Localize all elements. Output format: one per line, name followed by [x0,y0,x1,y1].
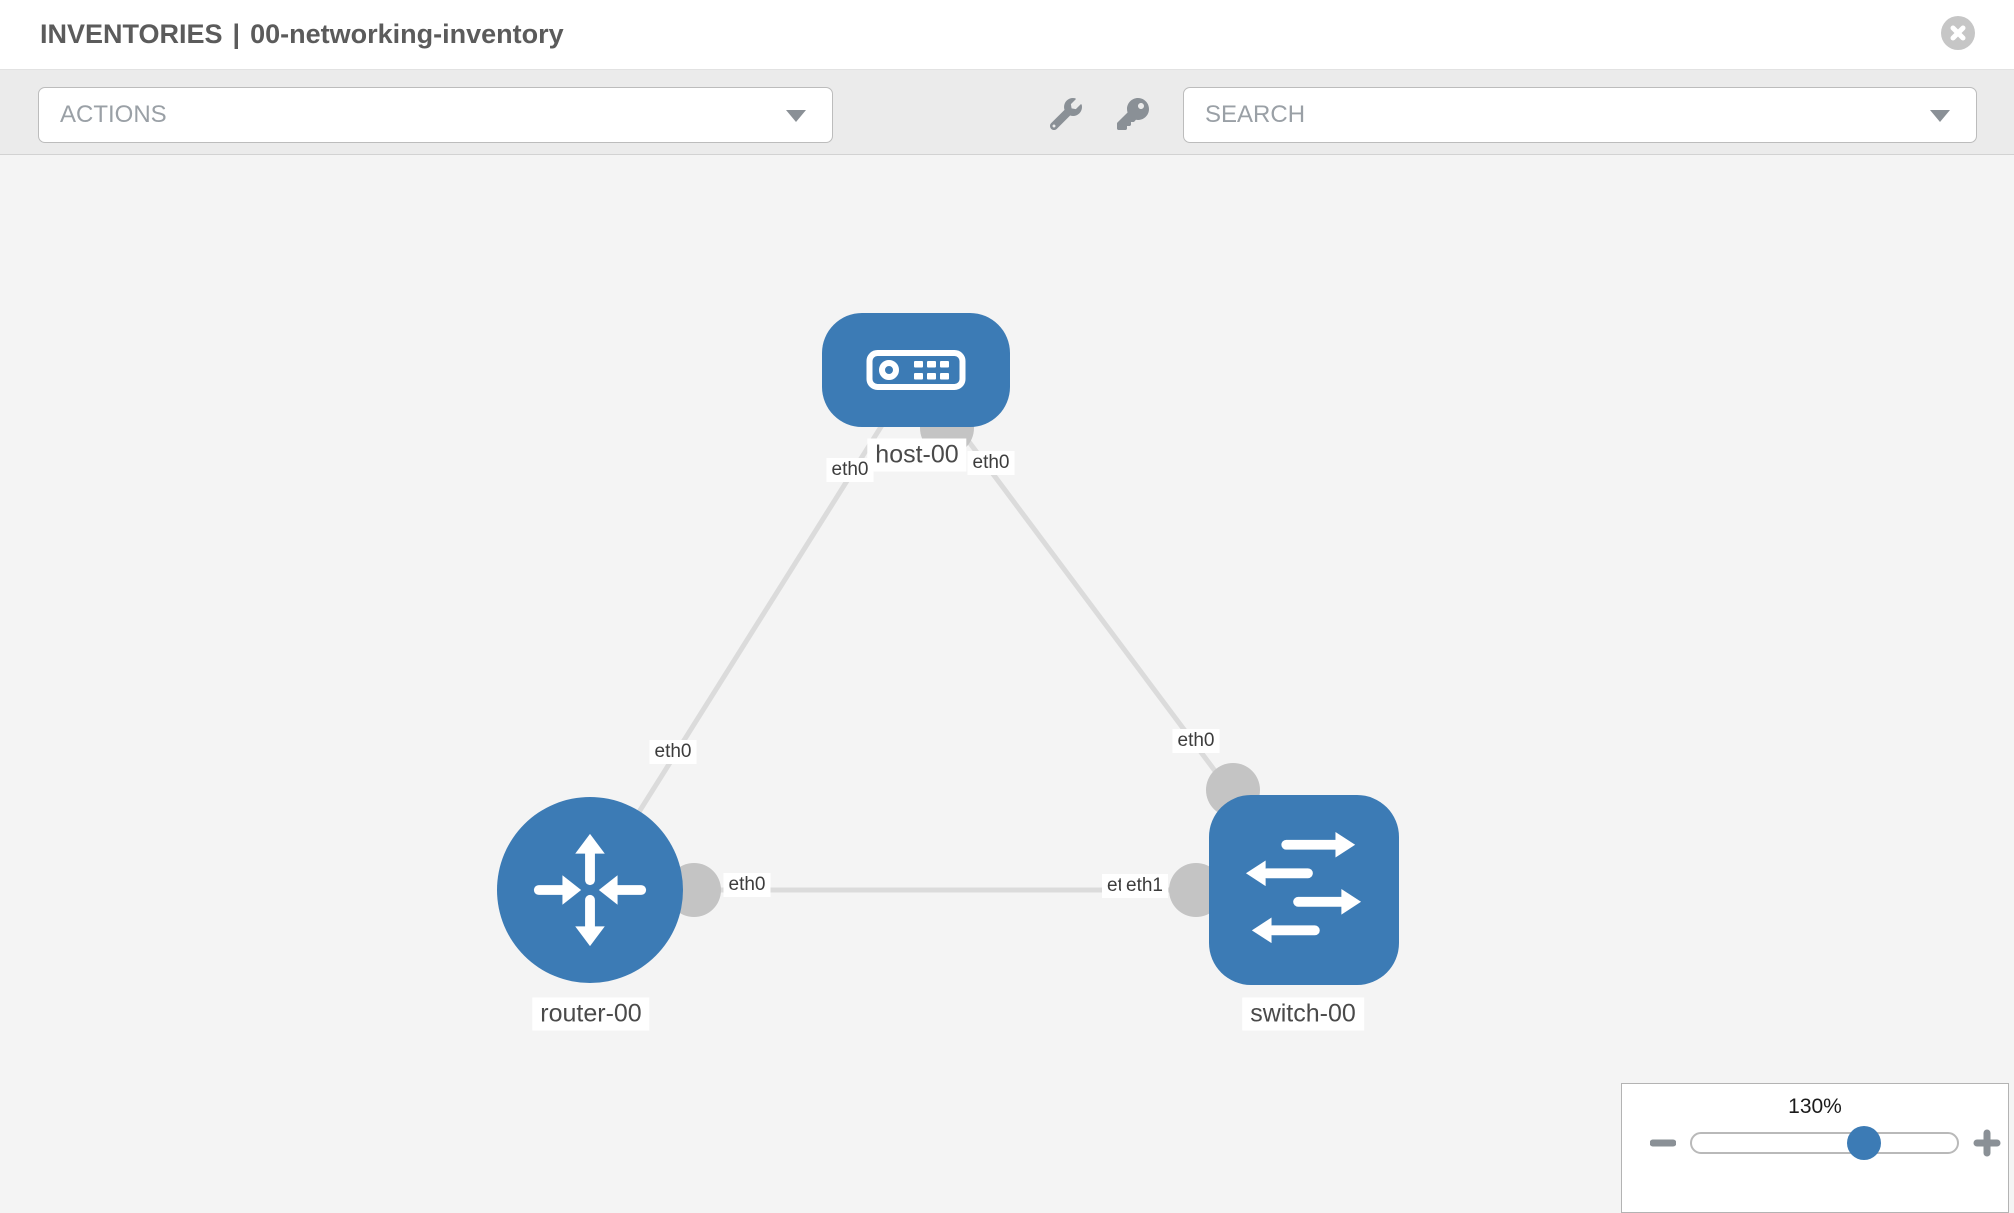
interface-label: eth0 [967,451,1015,475]
header: INVENTORIES | 00-networking-inventory [0,0,2014,69]
node-label-router: router-00 [532,997,650,1031]
close-button[interactable] [1941,16,1975,50]
host-icon [866,350,966,390]
node-label-switch: switch-00 [1242,997,1364,1031]
toolbar: ACTIONS SEARCH [0,69,2014,155]
close-icon [1950,25,1966,41]
zoom-slider[interactable] [1690,1132,1959,1154]
topology-links-layer [587,369,1307,917]
actions-dropdown[interactable]: ACTIONS [38,87,833,143]
interface-label: eth0 [649,740,697,764]
minus-icon [1650,1139,1676,1147]
actions-dropdown-label: ACTIONS [60,101,167,128]
search-dropdown-label: SEARCH [1205,101,1306,128]
zoom-in-button[interactable] [1970,1126,2004,1160]
breadcrumb-section: INVENTORIES [40,19,223,49]
interface-label: eth0 [1172,729,1220,753]
interface-label: eth0 [723,873,771,897]
node-label-host: host-00 [867,438,967,472]
credentials-button[interactable] [1113,94,1153,134]
configure-button[interactable] [1046,94,1086,134]
node-switch-00[interactable] [1209,795,1399,985]
plus-icon [1973,1129,2001,1157]
search-dropdown[interactable]: SEARCH [1183,87,1977,143]
interface-label: eth1 [1121,874,1168,898]
breadcrumb-separator: | [232,19,241,49]
zoom-panel: 130% [1621,1083,2009,1213]
page-title: INVENTORIES | 00-networking-inventory [40,0,564,69]
node-router-00[interactable] [497,797,683,983]
zoom-level-value: 130% [1788,1095,1842,1118]
zoom-slider-knob[interactable] [1847,1126,1881,1160]
chevron-down-icon [786,110,806,122]
zoom-out-button[interactable] [1646,1128,1680,1158]
key-icon [1117,98,1149,130]
inventory-name: 00-networking-inventory [250,19,564,49]
switch-icon [1245,831,1362,944]
topology-canvas[interactable]: host-00 router-00 switch-00 eth0 eth0 et… [0,155,2014,1200]
interface-label: eth0 [826,458,874,482]
link-router-host[interactable] [587,369,919,892]
node-host-00[interactable] [822,313,1010,427]
wrench-icon [1050,98,1082,130]
router-icon [533,833,647,947]
chevron-down-icon [1930,110,1950,122]
